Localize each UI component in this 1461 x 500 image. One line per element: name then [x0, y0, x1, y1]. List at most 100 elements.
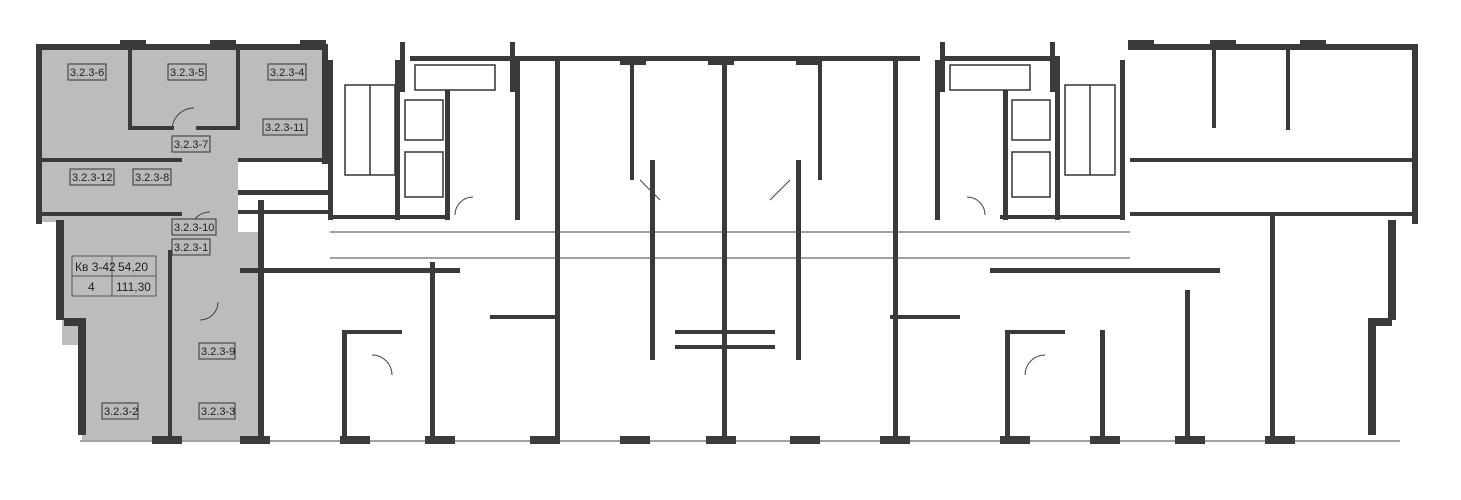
wall-segment [395, 60, 400, 220]
room-label: 3.2.3-9 [198, 342, 236, 360]
room-labels: 3.2.3-6 3.2.3-5 3.2.3-4 3.2.3-11 3.2.3-7 3.2.… [67, 63, 308, 420]
wall-segment [940, 42, 945, 92]
facade-pier [340, 436, 370, 444]
wall-segment [1270, 216, 1275, 440]
facade-pier [300, 40, 326, 49]
wall-segment [330, 215, 450, 219]
wall-segment [515, 60, 520, 220]
facade-pier [120, 40, 146, 49]
facade-pier [1128, 40, 1154, 49]
room-label-text: 3.2.3-12 [72, 172, 112, 184]
wall-segment [240, 268, 460, 273]
wall-segment [818, 60, 822, 180]
wall-segment [236, 50, 240, 130]
door-swings [171, 107, 1046, 376]
wall-segment [342, 330, 347, 440]
room-label-text: 3.2.3-4 [270, 67, 304, 79]
room-label-text: 3.2.3-11 [265, 122, 305, 134]
wall-segment [36, 44, 326, 50]
room-label-text: 3.2.3-8 [135, 172, 169, 184]
wall-segment [1120, 60, 1125, 220]
facade-pier [240, 436, 270, 444]
wall-segment [56, 220, 64, 320]
wall-segment [1050, 42, 1055, 92]
wall-segment [36, 44, 42, 224]
facade-pier [708, 56, 734, 65]
wall-segment [42, 158, 182, 162]
facade-pier [530, 436, 560, 444]
apartment-number: Кв 3-42 [75, 260, 116, 274]
wall-segment [1130, 212, 1412, 216]
room-label: 3.2.3-12 [69, 168, 115, 186]
facade-pier [152, 436, 182, 444]
wall-segment [258, 200, 264, 440]
room-label-text: 3.2.3-7 [174, 139, 208, 151]
wall-segment [650, 160, 655, 360]
corridor-lines [80, 231, 1400, 442]
wall-segment [430, 262, 435, 440]
wall-segment [400, 42, 405, 92]
wall-segment [940, 56, 1060, 61]
stair-right [1064, 84, 1116, 176]
wall-segment [1412, 44, 1418, 224]
room-label-text: 3.2.3-6 [70, 67, 104, 79]
room-label: 3.2.3-2 [101, 402, 139, 420]
facade-pier [1265, 436, 1295, 444]
room-label-text: 3.2.3-9 [201, 346, 235, 358]
wall-segment [128, 50, 132, 128]
room-label-text: 3.2.3-3 [201, 406, 235, 418]
wall-segment [796, 160, 801, 360]
wall-segment [890, 315, 960, 319]
wall-segment [1000, 215, 1125, 219]
wall-segment [1368, 320, 1376, 435]
wall-segment [1003, 90, 1008, 220]
living-area: 54,20 [118, 260, 148, 274]
wall-segment [935, 60, 940, 220]
wall-segment [64, 318, 86, 326]
room-label: 3.2.3-6 [67, 63, 107, 81]
room-label: 3.2.3-1 [171, 238, 211, 256]
apartment-info-box: Кв 3-42 54,20 4 111,30 [71, 255, 157, 297]
facade-pier [620, 56, 646, 65]
facade-pier [790, 436, 820, 444]
wall-segment [168, 250, 172, 440]
wall-segment [630, 60, 634, 180]
room-label: 3.2.3-8 [132, 168, 172, 186]
room-label: 3.2.3-10 [171, 218, 217, 236]
facade-pier [1000, 436, 1030, 444]
wall-segment [1185, 290, 1190, 440]
wall-segment [675, 330, 775, 334]
wall-segment [722, 60, 727, 440]
wall-segment [1212, 50, 1216, 128]
room-label: 3.2.3-4 [267, 63, 307, 81]
room-label-text: 3.2.3-5 [170, 67, 204, 79]
wall-segment [1128, 44, 1418, 50]
room-label-text: 3.2.3-1 [174, 242, 208, 254]
wall-segment [675, 345, 775, 349]
wall-segment [196, 126, 238, 130]
wall-segment [78, 320, 86, 435]
facade-pier [1210, 40, 1236, 49]
wall-segment [1130, 158, 1412, 162]
wall-segment [490, 315, 560, 319]
room-label: 3.2.3-11 [262, 118, 308, 136]
facade-pier [880, 436, 910, 444]
wall-segment [1055, 60, 1060, 220]
elevators [404, 64, 1051, 198]
facade-pier [1175, 436, 1205, 444]
facade-pier [1090, 436, 1120, 444]
room-label-text: 3.2.3-2 [104, 406, 138, 418]
facade-pier [796, 56, 822, 65]
room-label: 3.2.3-3 [198, 402, 236, 420]
wall-segment [1286, 50, 1290, 130]
wall-segment [893, 60, 898, 440]
stair-left [344, 84, 396, 176]
wall-segment [1005, 330, 1010, 440]
wall-segment [555, 60, 560, 440]
wall-segment [1388, 220, 1396, 320]
wall-segment [510, 42, 515, 92]
room-label: 3.2.3-7 [171, 135, 211, 153]
facade-pier [425, 436, 455, 444]
walls [36, 40, 1418, 444]
wall-segment [328, 60, 333, 220]
